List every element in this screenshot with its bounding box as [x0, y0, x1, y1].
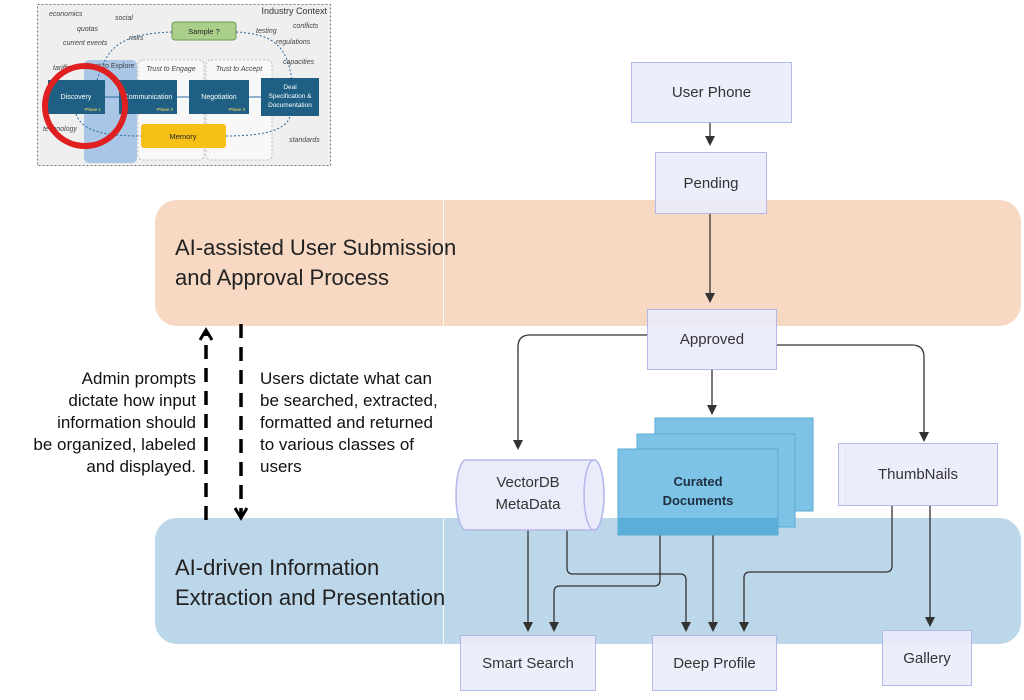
phase-number: Phase 2: [156, 107, 173, 112]
context-word: risks: [129, 35, 144, 42]
phase-box-communication: [119, 80, 177, 114]
annotation-line: Admin prompts: [81, 369, 196, 388]
node-gallery: Gallery: [882, 630, 972, 686]
band-title-line: Extraction and Presentation: [175, 585, 446, 610]
context-word: tariffs: [53, 65, 71, 72]
vectordb-cylinder: [455, 459, 605, 531]
node-label: Gallery: [903, 649, 951, 667]
node-vectordb: VectorDB MetaData: [468, 472, 588, 516]
phase-label: Negotiation: [201, 94, 237, 101]
context-word: standards: [289, 137, 320, 144]
memory-label: Memory: [169, 132, 196, 141]
context-word: technology: [43, 126, 77, 133]
annotation-line: be searched, extracted,: [260, 391, 438, 410]
band-divider: [443, 518, 444, 644]
node-label: User Phone: [671, 84, 752, 101]
annotation-line: be organized, labeled: [33, 435, 196, 454]
inset-title: Industry Context: [261, 6, 327, 16]
phase-label: Discovery: [61, 94, 92, 101]
context-word: conflicts: [293, 23, 319, 30]
sample-box: [171, 21, 237, 41]
context-word: capacities: [283, 59, 315, 66]
annotation-line: information should: [57, 413, 196, 432]
node-label: Smart Search: [482, 654, 574, 672]
phase-label: Communication: [124, 94, 173, 101]
band-title-line: and Approval Process: [175, 265, 390, 290]
arrow-thumbnails-to-deep-profile: [739, 506, 893, 632]
node-user-phone: User Phone: [631, 62, 792, 123]
memory-link: [75, 113, 142, 137]
node-label: ThumbNails: [877, 466, 959, 483]
node-label: Approved: [679, 331, 745, 348]
trust-label: Trust to Accept: [216, 66, 263, 73]
node-label: Documents: [662, 493, 734, 508]
annotation-line: dictate how input: [68, 391, 196, 410]
sample-link: [235, 31, 293, 81]
trust-label: Trust to Explore: [85, 63, 134, 70]
deal-label: Deal: [283, 84, 297, 91]
phase-number: Phase 1: [84, 107, 101, 112]
industry-context-inset: Industry Context economics social quotas…: [37, 4, 331, 166]
band-title-line: AI-assisted User Submission: [175, 235, 457, 260]
node-smart-search: Smart Search: [460, 635, 596, 691]
node-label: Curated: [673, 474, 723, 489]
context-word: regulations: [276, 39, 311, 46]
context-word: testing: [256, 28, 277, 35]
node-thumbnails: ThumbNails: [838, 443, 998, 506]
band-title-bottom: AI-driven Information Extraction and Pre…: [175, 553, 445, 613]
submission-approval-band: AI-assisted User Submission and Approval…: [155, 200, 1021, 326]
node-pending: Pending: [655, 152, 767, 214]
sample-label: Sample ?: [188, 27, 220, 36]
context-word: economics: [49, 11, 83, 18]
node-label: MetaData: [495, 496, 561, 513]
band-title-line: AI-driven Information: [175, 555, 380, 580]
arrow-vectordb-to-deep-profile: [566, 528, 691, 632]
deal-label: Specification &: [269, 93, 313, 100]
deal-label: Documentation: [268, 102, 312, 109]
context-word: social: [115, 15, 133, 22]
band-divider: [443, 200, 444, 326]
extraction-presentation-band: AI-driven Information Extraction and Pre…: [155, 518, 1021, 644]
memory-box: [141, 124, 226, 148]
admin-prompts-annotation: Admin prompts dictate how input informat…: [8, 368, 196, 478]
node-curated-documents: Curated Documents: [618, 472, 778, 510]
node-label: Pending: [683, 174, 739, 192]
annotation-line: to various classes of: [260, 435, 415, 454]
phase-box-discovery: [48, 80, 105, 114]
node-label: Deep Profile: [673, 654, 756, 672]
arrow-approved-to-vectordb: [513, 334, 647, 450]
phase-box-negotiation: [189, 80, 249, 114]
annotation-line: formatted and returned: [260, 413, 433, 432]
users-dictate-annotation: Users dictate what can be searched, extr…: [260, 368, 460, 478]
phase-number: Phase 3: [228, 107, 245, 112]
context-word: quotas: [77, 26, 99, 33]
annotation-line: users: [260, 457, 302, 476]
annotation-line: Users dictate what can: [260, 369, 432, 388]
curated-documents-stack: [617, 417, 814, 536]
trust-label: Trust to Engage: [146, 66, 195, 73]
context-word: current events: [63, 40, 108, 47]
annotation-line: and displayed.: [86, 457, 196, 476]
node-approved: Approved: [647, 309, 777, 370]
deal-box: [261, 78, 319, 116]
arrow-curated-to-smart-search: [549, 535, 661, 632]
node-deep-profile: Deep Profile: [652, 635, 777, 691]
arrow-approved-to-thumbnails: [777, 344, 929, 442]
highlight-circle: [42, 63, 128, 149]
band-title-top: AI-assisted User Submission and Approval…: [175, 233, 456, 293]
node-label: VectorDB: [496, 474, 560, 491]
